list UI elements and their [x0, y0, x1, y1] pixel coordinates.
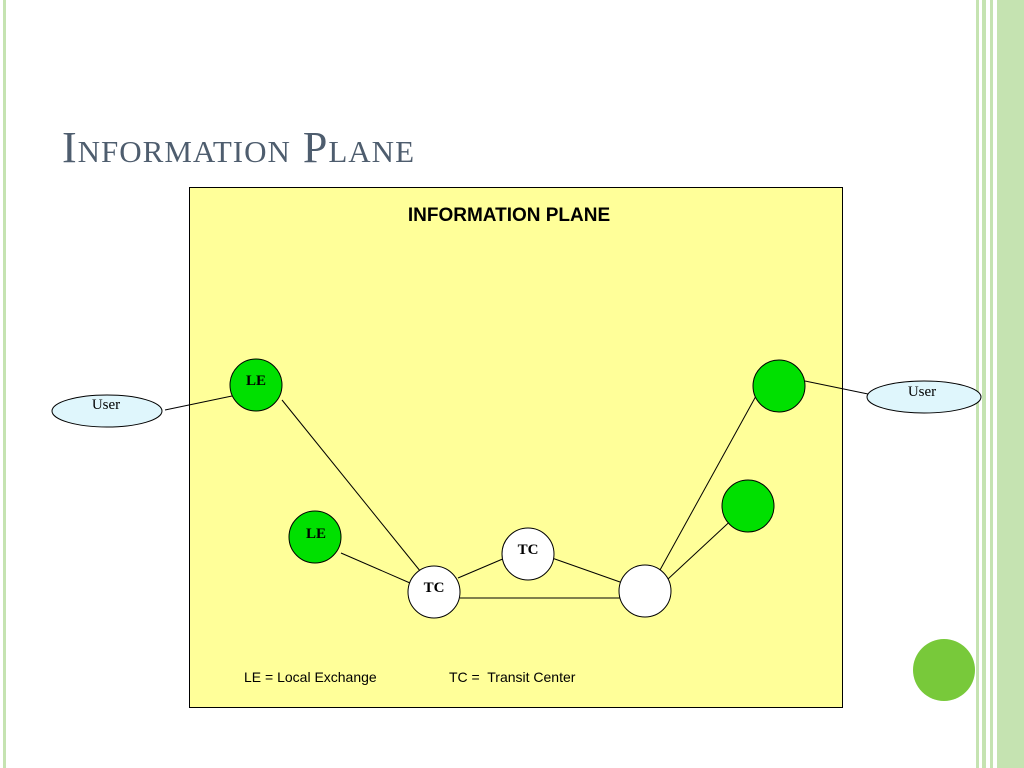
link-tc-right-le-top-right — [659, 395, 757, 571]
tc-mid-node — [501, 527, 555, 581]
tc-right-node — [618, 564, 672, 618]
link-le-top-left-tc-left — [281, 399, 426, 578]
link-tc-left-tc-mid — [457, 557, 506, 579]
accent-circle-decoration — [913, 639, 975, 701]
legend-transit-center: TC = Transit Center — [449, 669, 576, 685]
link-tc-right-le-mid-right — [667, 513, 739, 580]
link-user-left-le — [164, 395, 233, 411]
information-plane-box — [189, 187, 843, 708]
tc-mid-label: TC — [518, 542, 539, 558]
tc-left-label: TC — [424, 580, 445, 596]
le-top-left-node — [229, 358, 283, 412]
link-tc-mid-tc-right — [551, 557, 621, 583]
legend-local-exchange: LE = Local Exchange — [244, 669, 377, 685]
slide-title: Information Plane — [62, 123, 416, 172]
le-mid-left-node — [288, 510, 342, 564]
user-left-label: User — [92, 397, 120, 413]
user-left-node — [51, 394, 163, 428]
le-top-left-label: LE — [246, 373, 266, 389]
links — [164, 380, 869, 599]
right-border-stripes — [976, 0, 1024, 768]
le-mid-left-label: LE — [306, 526, 326, 542]
information-plane-heading: INFORMATION PLANE — [408, 205, 610, 226]
link-le-mid-left-tc-left — [340, 552, 411, 584]
le-mid-right-node — [721, 479, 775, 533]
link-le-top-right-user-right — [804, 380, 869, 395]
user-right-node — [866, 380, 982, 414]
tc-left-node — [407, 565, 461, 619]
le-top-right-node — [752, 359, 806, 413]
left-border-stripe — [0, 0, 9, 768]
user-right-label: User — [908, 384, 936, 400]
